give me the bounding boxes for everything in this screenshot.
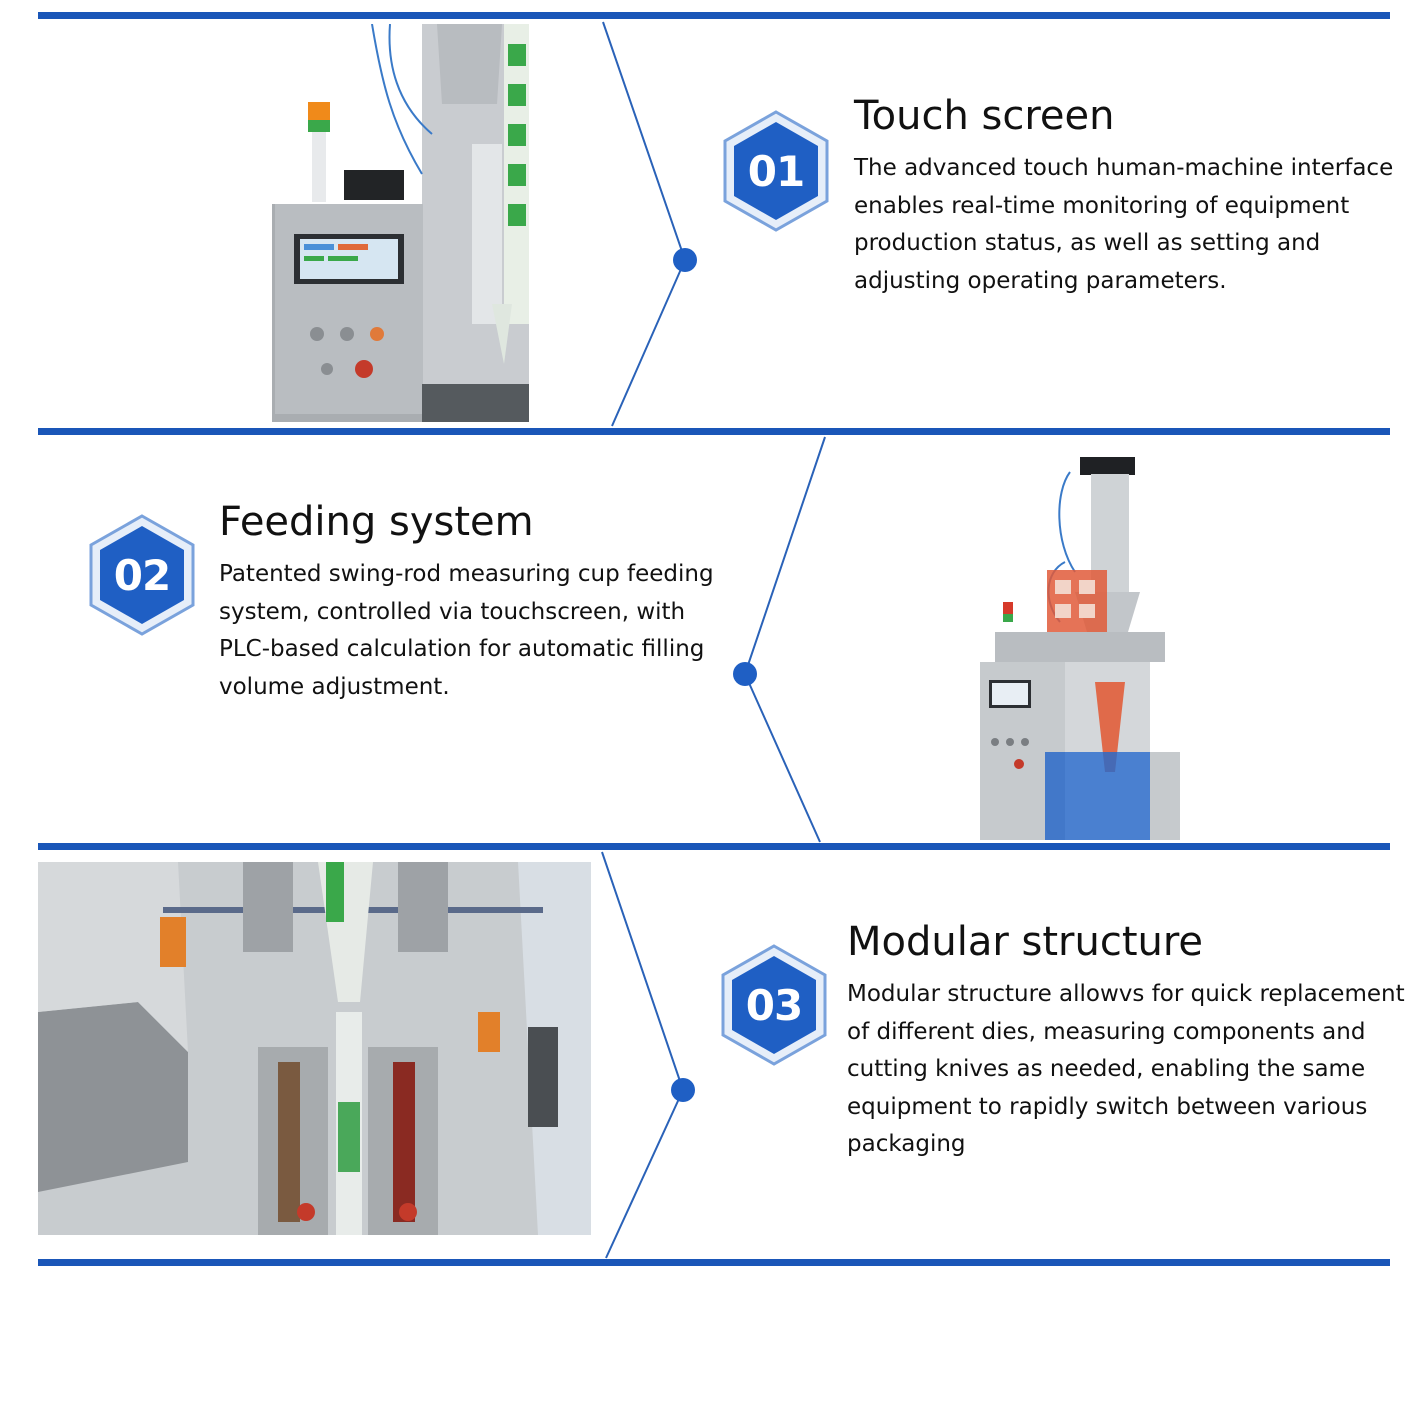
hexagon-icon (721, 944, 827, 1066)
touch-screen-control-panel-photo (272, 24, 529, 422)
feature-number-2: 02 (113, 550, 171, 600)
connector-dot-1 (673, 248, 697, 272)
divider-top (38, 12, 1390, 19)
feature-text-2: Feeding system Patented swing-rod measur… (219, 498, 729, 706)
feature-badge-1: 01 (722, 110, 830, 232)
feature-title-2: Feeding system (219, 499, 534, 545)
feature-description-3: Modular structure allowvs for quick repl… (847, 981, 1405, 1157)
feature-number-1: 01 (747, 146, 805, 196)
feature-number-3: 03 (745, 980, 803, 1030)
hexagon-icon (723, 110, 829, 232)
connector-dot-3 (671, 1078, 695, 1102)
feature-title-3: Modular structure (847, 919, 1204, 965)
feature-description-1: The advanced touch human-machine interfa… (854, 155, 1394, 294)
feature-badge-2: 02 (88, 514, 196, 636)
divider-1 (38, 428, 1390, 435)
connector-line-1 (602, 21, 687, 427)
connector-line-2 (743, 436, 826, 843)
connector-dot-2 (733, 662, 757, 686)
sealing-module-photo (38, 862, 591, 1235)
feature-badge-3: 03 (720, 944, 828, 1066)
connector-line-3 (601, 851, 685, 1259)
divider-2 (38, 843, 1390, 850)
feature-description-2: Patented swing-rod measuring cup feeding… (219, 561, 714, 700)
packaging-machine-photo (975, 452, 1187, 840)
feature-title-1: Touch screen (854, 93, 1115, 139)
divider-bottom (38, 1259, 1390, 1266)
feature-text-3: Modular structure Modular structure allo… (847, 918, 1407, 1164)
hexagon-icon (89, 514, 195, 636)
feature-text-1: Touch screen The advanced touch human-ma… (854, 92, 1404, 300)
